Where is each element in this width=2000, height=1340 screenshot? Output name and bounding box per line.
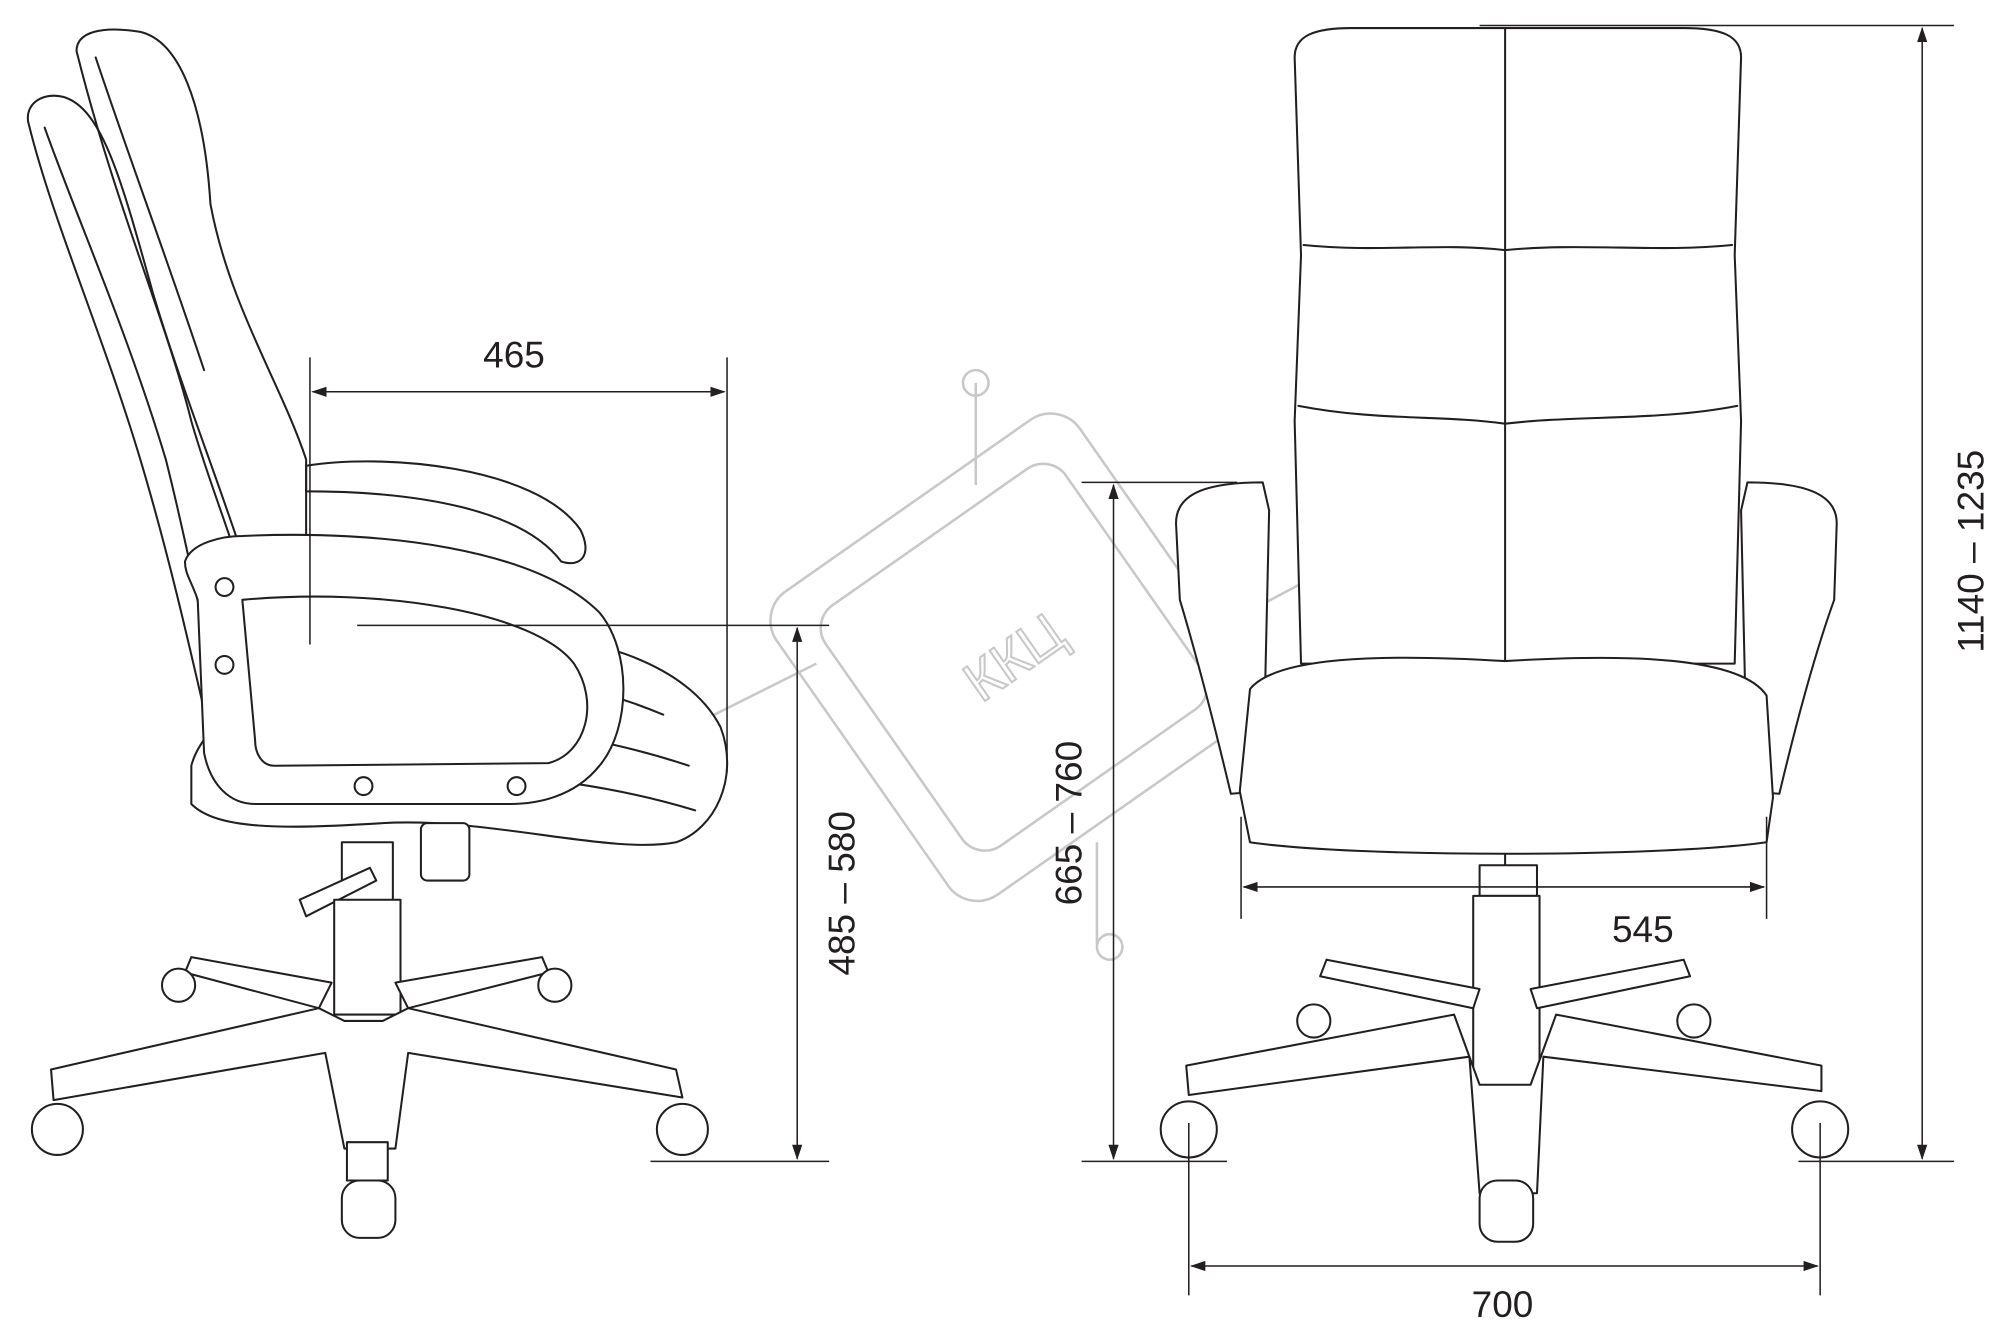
dimension-label: 485 – 580 — [822, 811, 863, 976]
dimension-total-height: 1140 – 1235 — [1479, 24, 1991, 1163]
dimension-label: 465 — [483, 335, 545, 376]
dimension-base-width: 700 — [1188, 1123, 1821, 1325]
dimension-label: 700 — [1472, 1284, 1534, 1325]
watermark-text: ККЦ — [952, 600, 1076, 713]
dimension-label: 1140 – 1235 — [1950, 450, 1991, 653]
dimension-label: 665 – 760 — [1049, 741, 1090, 906]
front-view-chair — [1159, 27, 1850, 1243]
dimension-seat-height: 485 – 580 — [357, 624, 863, 1163]
dimension-armrest-height: 665 – 760 — [1049, 481, 1238, 1163]
dimension-seat-width: 545 — [1240, 816, 1768, 950]
side-view-chair — [27, 28, 729, 1239]
dimension-seat-depth: 465 — [309, 335, 728, 773]
dimension-label: 545 — [1612, 909, 1674, 950]
